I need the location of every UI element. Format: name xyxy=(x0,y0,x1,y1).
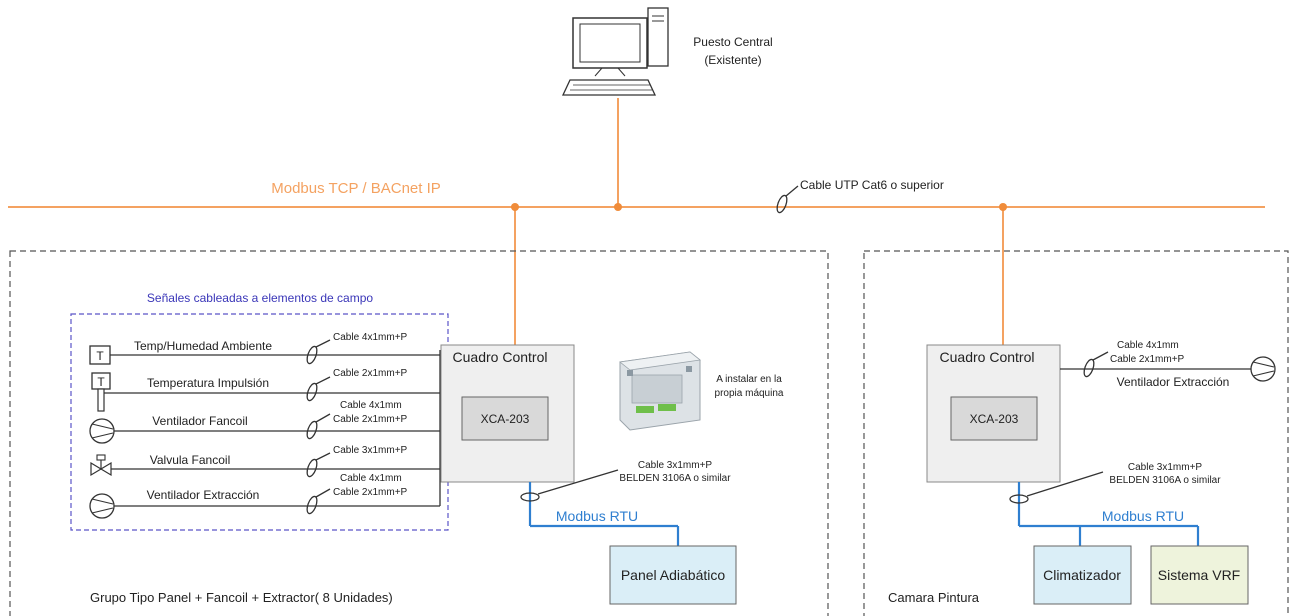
fan-icon xyxy=(1250,356,1276,382)
cable-gland-icon xyxy=(520,492,540,502)
signal-label: Ventilador Fancoil xyxy=(152,414,247,428)
group1-control-title: Cuadro Control xyxy=(453,349,548,365)
bus-junction xyxy=(999,203,1007,211)
signal-label: Temperatura Impulsión xyxy=(147,376,269,390)
install-note-2: propia máquina xyxy=(715,388,784,399)
bus-junction xyxy=(511,203,519,211)
sensor-icon: T xyxy=(89,345,111,365)
group1-rtu-cable-2: BELDEN 3106A o similar xyxy=(619,473,731,484)
bus-label: Modbus TCP / BACnet IP xyxy=(271,180,441,197)
pc-subtitle: (Existente) xyxy=(704,53,761,67)
cable-leader xyxy=(315,488,331,498)
cable-gland-icon xyxy=(1083,358,1095,378)
climatizador-box xyxy=(1033,545,1132,605)
group2-control-title: Cuadro Control xyxy=(940,349,1035,365)
cable-leader xyxy=(315,339,331,348)
cable-gland-icon xyxy=(776,194,788,214)
signal-cable-label: Cable 2x1mm+P xyxy=(333,368,408,379)
install-note-1: A instalar en la xyxy=(716,374,782,385)
desktop-computer-icon xyxy=(561,7,669,96)
group2-fan-cable-2: Cable 2x1mm+P xyxy=(1110,354,1185,365)
cable-gland-icon xyxy=(1009,494,1029,504)
wired-signals-title: Señales cableadas a elementos de campo xyxy=(147,291,373,305)
group2-rtu-label: Modbus RTU xyxy=(1102,508,1184,524)
pc-title: Puesto Central xyxy=(693,35,772,49)
group2-rtu-cable-1: Cable 3x1mm+P xyxy=(1128,462,1203,473)
signal-label: Ventilador Extracción xyxy=(147,488,260,502)
group1-rtu-label: Modbus RTU xyxy=(556,508,638,524)
cable-leader xyxy=(785,185,799,197)
fan-icon xyxy=(89,493,115,519)
bus-cable-label: Cable UTP Cat6 o superior xyxy=(800,178,944,192)
group1-controller-label: XCA-203 xyxy=(481,412,530,426)
svg-text:T: T xyxy=(97,375,105,389)
signal-cable-label: Cable 3x1mm+P xyxy=(333,445,408,456)
signal-cable-label: Cable 4x1mm xyxy=(340,473,402,484)
cable-leader xyxy=(315,413,331,423)
cable-leader xyxy=(1026,471,1104,497)
controller-module-icon xyxy=(619,351,701,431)
panel-adiabatico-box xyxy=(609,545,737,605)
signal-cable-label: Cable 4x1mm+P xyxy=(333,332,408,343)
group2-controller-label: XCA-203 xyxy=(970,412,1019,426)
svg-text:T: T xyxy=(96,349,104,363)
group2-rtu-cable-2: BELDEN 3106A o similar xyxy=(1109,475,1221,486)
signal-cable-label: Cable 2x1mm+P xyxy=(333,414,408,425)
group2-fan-label: Ventilador Extracción xyxy=(1117,375,1230,389)
group1-frame xyxy=(9,250,829,616)
signal-label: Temp/Humedad Ambiente xyxy=(134,339,272,353)
cable-leader xyxy=(315,376,331,385)
signal-cable-label: Cable 2x1mm+P xyxy=(333,487,408,498)
valve-icon xyxy=(90,454,112,477)
cable-gland-icon xyxy=(306,420,318,440)
bus-junction xyxy=(614,203,622,211)
panel-adiabatico-label: Panel Adiabático xyxy=(621,567,726,583)
cable-gland-icon xyxy=(306,458,318,478)
cable-leader xyxy=(1092,351,1109,361)
cable-leader xyxy=(315,452,331,461)
cable-gland-icon xyxy=(306,345,318,365)
group1-controller xyxy=(461,396,549,441)
group2-footer: Camara Pintura xyxy=(888,590,980,605)
group2-fan-cable-1: Cable 4x1mm xyxy=(1117,340,1179,351)
group2-frame xyxy=(863,250,1289,616)
climatizador-label: Climatizador xyxy=(1043,567,1121,583)
sistema-vrf-label: Sistema VRF xyxy=(1158,567,1240,583)
fan-icon xyxy=(89,418,115,444)
signal-cable-label: Cable 4x1mm xyxy=(340,400,402,411)
group1-footer: Grupo Tipo Panel + Fancoil + Extractor( … xyxy=(90,590,393,605)
sistema-vrf-box xyxy=(1150,545,1249,605)
group1-rtu-cable-1: Cable 3x1mm+P xyxy=(638,460,713,471)
signal-label: Valvula Fancoil xyxy=(150,453,230,467)
group2-controller xyxy=(950,396,1038,441)
sensor-icon: T xyxy=(91,372,111,412)
cable-gland-icon xyxy=(306,382,318,402)
cable-gland-icon xyxy=(306,495,318,515)
cable-leader xyxy=(537,469,619,495)
